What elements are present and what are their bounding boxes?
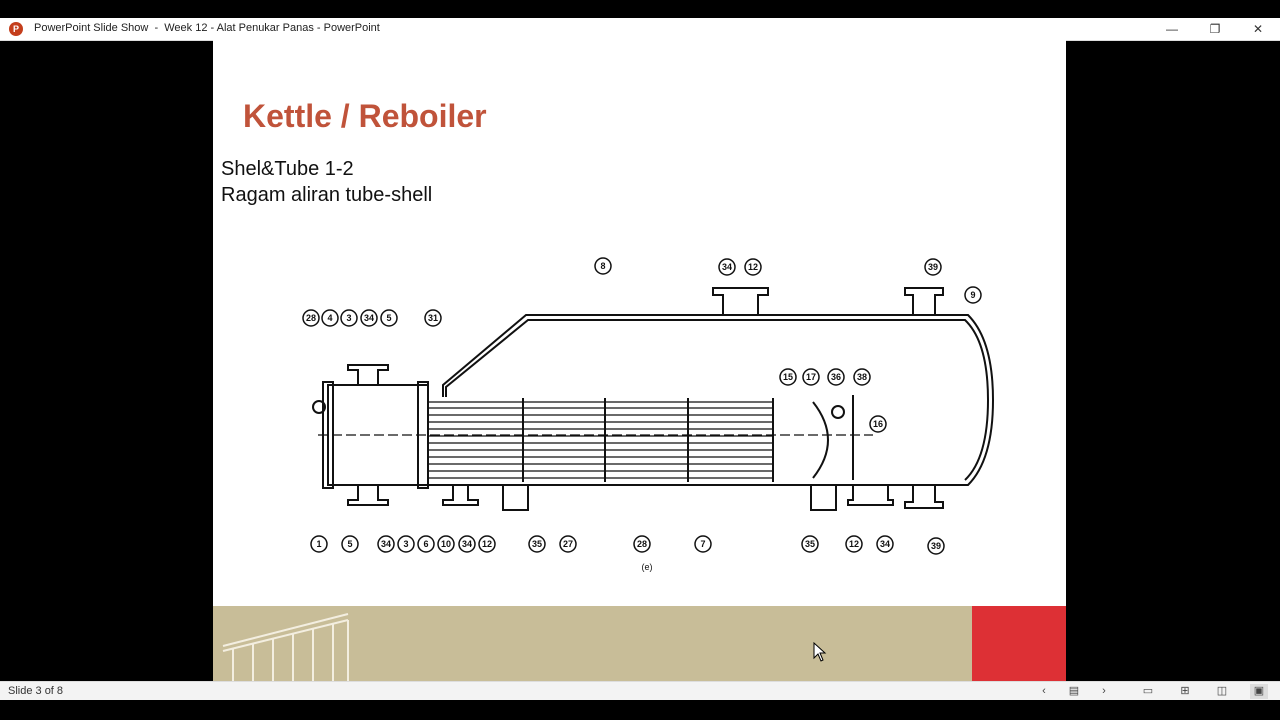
svg-text:7: 7 [700, 539, 705, 549]
slide-subtitle-2: Ragam aliran tube-shell [221, 184, 433, 206]
callout-35-bottom: 35 [528, 535, 546, 553]
kettle-reboiler-diagram: 28 4 3 34 5 31 8 34 12 39 9 15 17 36 38 … [302, 257, 995, 572]
callout-28-bottom: 28 [633, 535, 651, 553]
callout-12b-bottom: 12 [845, 535, 863, 553]
slideshow-statusbar: Slide 3 of 8 ‹ ▤ › ▭ ⊞ ◫ ▣ [0, 681, 1280, 701]
svg-text:39: 39 [931, 541, 941, 551]
svg-text:34: 34 [381, 539, 391, 549]
slide-subtitle-1: Shel&Tube 1-2 [221, 158, 354, 180]
callout-16-top: 16 [869, 415, 887, 433]
svg-text:9: 9 [970, 290, 975, 300]
callout-34b-top: 34 [718, 258, 736, 276]
svg-text:16: 16 [873, 419, 883, 429]
callout-6-bottom: 6 [417, 535, 435, 553]
slide-sorter-icon[interactable]: ⊞ [1180, 685, 1190, 697]
callout-34c-bottom: 34 [876, 535, 894, 553]
window-titlebar: P PowerPoint Slide Show - Week 12 - Alat… [0, 0, 1280, 41]
callout-10-bottom: 10 [437, 535, 455, 553]
footer-accent-block [972, 606, 1066, 681]
svg-text:39: 39 [928, 262, 938, 272]
callout-4-top: 4 [321, 309, 339, 327]
svg-text:35: 35 [532, 539, 542, 549]
callout-12-bottom: 12 [478, 535, 496, 553]
svg-text:12: 12 [748, 262, 758, 272]
slide-canvas[interactable]: Kettle / Reboiler Shel&Tube 1-2 Ragam al… [213, 40, 1066, 681]
callout-3-top: 3 [340, 309, 358, 327]
callout-31-top: 31 [424, 309, 442, 327]
callout-7-bottom: 7 [694, 535, 712, 553]
svg-text:27: 27 [563, 539, 573, 549]
chevron-left-icon[interactable]: ‹ [1042, 685, 1046, 697]
callout-5-top: 5 [380, 309, 398, 327]
svg-text:12: 12 [849, 539, 859, 549]
minimize-icon[interactable]: — [1166, 22, 1178, 36]
slide-title: Kettle / Reboiler [243, 98, 487, 134]
callout-36-top: 36 [827, 368, 845, 386]
svg-text:38: 38 [857, 372, 867, 382]
callout-8-top: 8 [594, 257, 612, 275]
svg-text:3: 3 [346, 313, 351, 323]
mouse-pointer-icon [813, 642, 827, 662]
screen-bottom-edge [0, 700, 1280, 720]
svg-text:28: 28 [637, 539, 647, 549]
callout-35b-bottom: 35 [801, 535, 819, 553]
svg-text:8: 8 [600, 261, 605, 271]
svg-text:34: 34 [364, 313, 374, 323]
svg-text:5: 5 [386, 313, 391, 323]
notes-icon[interactable]: ▤ [1068, 685, 1080, 697]
svg-text:5: 5 [347, 539, 352, 549]
svg-text:34: 34 [462, 539, 472, 549]
building-logo-graphic [222, 613, 349, 681]
powerpoint-app-icon[interactable]: P [9, 22, 23, 36]
svg-text:28: 28 [306, 313, 316, 323]
slide-counter: Slide 3 of 8 [8, 685, 64, 697]
titlebar-bar: P PowerPoint Slide Show - Week 12 - Alat… [0, 18, 1280, 41]
callout-15-top: 15 [779, 368, 797, 386]
svg-text:31: 31 [428, 313, 438, 323]
footer-band [213, 606, 972, 681]
svg-text:34: 34 [722, 262, 732, 272]
svg-text:17: 17 [806, 372, 816, 382]
svg-text:34: 34 [880, 539, 890, 549]
restore-icon[interactable]: ❐ [1209, 22, 1221, 36]
callout-34b-bottom: 34 [458, 535, 476, 553]
slideshow-icon[interactable]: ▣ [1250, 684, 1268, 699]
callout-5-bottom: 5 [341, 535, 359, 553]
callout-3-bottom: 3 [397, 535, 415, 553]
svg-text:1: 1 [316, 539, 321, 549]
callout-34-bottom: 34 [377, 535, 395, 553]
svg-text:36: 36 [831, 372, 841, 382]
diagram-caption: (e) [642, 562, 653, 572]
callout-12-top: 12 [744, 258, 762, 276]
normal-view-icon[interactable]: ▭ [1142, 685, 1154, 697]
svg-text:10: 10 [441, 539, 451, 549]
reading-view-icon[interactable]: ◫ [1216, 685, 1228, 697]
callout-34-top: 34 [360, 309, 378, 327]
callout-39-top: 39 [924, 258, 942, 276]
svg-text:12: 12 [482, 539, 492, 549]
callout-28-top: 28 [302, 309, 320, 327]
chevron-right-icon[interactable]: › [1102, 685, 1106, 697]
svg-text:3: 3 [403, 539, 408, 549]
svg-text:35: 35 [805, 539, 815, 549]
window-title: PowerPoint Slide Show - Week 12 - Alat P… [34, 22, 380, 34]
callout-38-top: 38 [853, 368, 871, 386]
callout-27-bottom: 27 [559, 535, 577, 553]
callout-9-top: 9 [964, 286, 982, 304]
callout-17-top: 17 [802, 368, 820, 386]
svg-text:15: 15 [783, 372, 793, 382]
callout-39-bottom: 39 [927, 537, 945, 555]
callout-1-bottom: 1 [310, 535, 328, 553]
svg-text:4: 4 [327, 313, 332, 323]
svg-text:6: 6 [423, 539, 428, 549]
close-icon[interactable]: ✕ [1252, 22, 1264, 36]
